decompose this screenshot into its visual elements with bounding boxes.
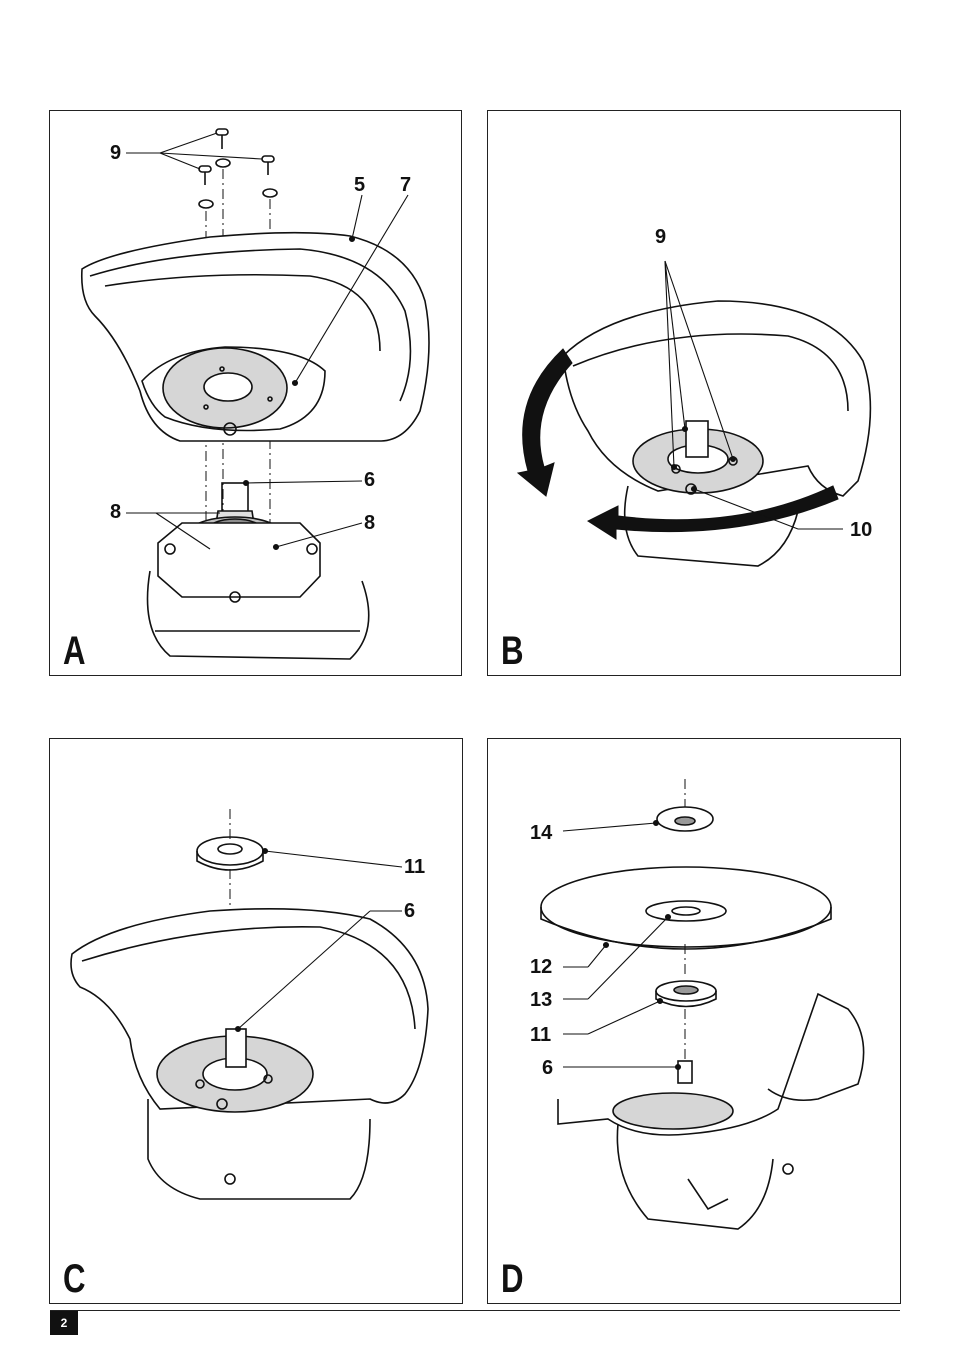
figure-panel-c: 11 6 C — [49, 738, 463, 1304]
footer-rule — [50, 1310, 900, 1311]
panel-letter: A — [63, 631, 86, 671]
panel-letter: C — [63, 1259, 86, 1299]
callout-label: 7 — [400, 175, 411, 195]
figure-panel-a: 9 5 7 6 8 8 A — [49, 110, 462, 676]
callout-label: 6 — [404, 901, 415, 921]
panel-letter: B — [501, 631, 524, 671]
screw-icon — [199, 129, 277, 208]
callout-label: 11 — [530, 1025, 551, 1045]
callout-label: 12 — [530, 957, 552, 977]
callout-label: 6 — [364, 470, 375, 490]
callout-label: 8 — [110, 502, 121, 522]
callout-label: 13 — [530, 990, 552, 1010]
callout-label: 9 — [655, 227, 666, 247]
callout-label: 9 — [110, 143, 121, 163]
callout-label: 11 — [404, 857, 425, 877]
callout-label: 14 — [530, 823, 552, 843]
callout-label: 8 — [364, 513, 375, 533]
panel-letter: D — [501, 1259, 524, 1299]
figure-panel-b: 9 10 B — [487, 110, 901, 676]
figure-b-drawing — [488, 111, 902, 677]
callout-label: 5 — [354, 175, 365, 195]
figure-c-drawing — [50, 739, 464, 1305]
callout-label: 10 — [850, 520, 872, 540]
figure-panel-d: 14 12 13 11 6 D — [487, 738, 901, 1304]
page-number: 2 — [50, 1311, 78, 1335]
callout-label: 6 — [542, 1058, 553, 1078]
